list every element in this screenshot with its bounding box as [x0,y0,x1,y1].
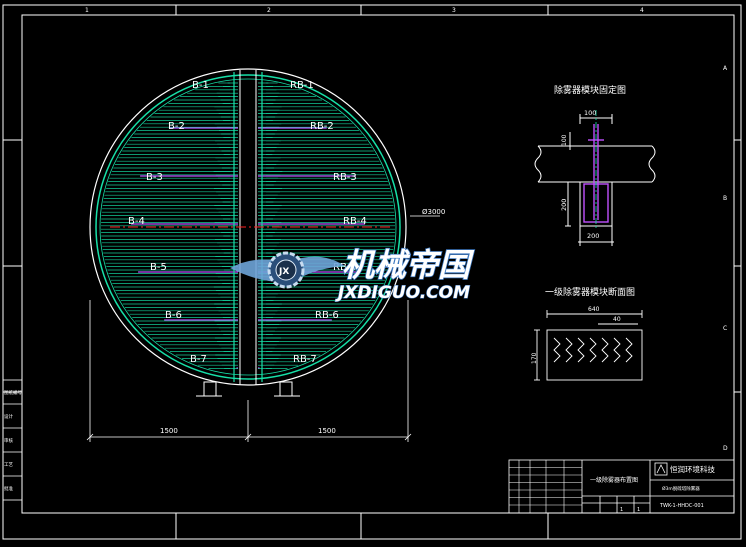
row-letter-d: D [723,445,728,452]
detail-section-title: 一级除雾器模块断面图 [545,286,635,298]
detail-section-frame [534,310,643,381]
module-label-left: B-3 [146,172,163,183]
detail-fix-dim-top: 100 [584,109,596,117]
detail-section-dim-top: 640 [588,306,600,313]
title-block-company: 恒润环境科技 [670,464,715,474]
watermark: JX 机械帝国 JXDIGUO.COM [230,245,476,304]
module-label-left: B-5 [150,262,167,273]
col-number-2: 2 [267,7,271,14]
module-label-left: B-6 [165,310,182,321]
frame-zone-ticks [3,5,741,539]
module-label-right: RB-3 [333,172,357,183]
module-label-right: RB-2 [310,121,334,132]
detail-section-dim-inner: 40 [613,316,621,323]
detail-section-drawing[interactable]: 一级除雾器模块断面图 640 40 170 [531,286,643,381]
module-label-left: B-7 [190,354,207,365]
row-letter-c: C [723,325,727,332]
dimension-left: 1500 [160,427,178,435]
diameter-label: Ø3000 [422,208,445,216]
strip-label-4: 工艺 [4,462,13,468]
module-label-left: B-1 [192,80,209,91]
title-block[interactable]: 一级除雾器布置图 恒润环境科技 Ø3m脱硫塔除雾器 TWK-1-HHDC-001… [508,459,735,514]
detail-fix-dim-bottom: 200 [587,232,599,240]
vessel-outer-wall [89,68,407,386]
title-block-sheet: 1 [620,507,623,513]
watermark-emblem: JX [278,267,289,277]
detail-fix-dim-side: 100 [561,134,568,146]
module-label-right: RB-6 [315,310,339,321]
title-block-drawing-no: TWK-1-HHDC-001 [659,503,704,509]
left-signature-strip [2,379,23,501]
strip-label-1: 图纸编号 [4,389,22,396]
col-number-3: 3 [452,7,456,14]
bottom-dimension [86,300,412,442]
company-logo [654,462,668,476]
row-letter-a: A [723,65,728,72]
module-labels: B-1B-2B-3B-4B-5B-6B-7 RB-1RB-2RB-3RB-4RB-… [128,80,367,365]
module-label-right: RB-4 [343,216,367,227]
col-number-4: 4 [640,7,644,14]
module-label-left: B-4 [128,216,145,227]
module-label-right: RB-1 [290,80,314,91]
watermark-latin: JXDIGUO.COM [335,283,470,303]
detail-section-dim-side: 170 [531,352,538,364]
detail-fix-dim-height: 200 [560,199,568,211]
title-block-grid [508,459,735,514]
strip-label-5: 批准 [4,485,13,492]
vessel-supports [196,381,300,397]
detail-fix-title: 除雾器模块固定图 [554,84,626,96]
title-block-revision-table [509,460,582,513]
drawing-frame [2,4,742,540]
title-block-drawing-name: 一级除雾器布置图 [590,476,638,484]
detail-fix-geometry [534,114,656,246]
col-number-1: 1 [85,7,89,14]
section-blades [553,337,633,363]
title-block-project: Ø3m脱硫塔除雾器 [662,485,700,492]
vessel-inner-ring-2 [99,78,397,376]
module-label-right: RB-7 [293,354,317,365]
module-label-left: B-2 [168,121,185,132]
demister-module-hatching [101,72,395,382]
vessel-inner-ring [95,74,401,380]
module-label-right: RB-5 [333,262,357,273]
left-strip-labels: 图纸编号 设计 审核 工艺 批准 [4,389,22,492]
dimension-right: 1500 [318,427,336,435]
detail-fixing-drawing[interactable]: 除雾器模块固定图 100 100 200 200 [534,84,656,246]
title-block-sheets: 1 [637,507,640,513]
frame-zone-numbers: 1 2 3 4 A B C D [85,7,728,452]
vessel-plan-view[interactable]: B-1B-2B-3B-4B-5B-6B-7 RB-1RB-2RB-3RB-4RB-… [86,68,445,442]
strip-label-3: 审核 [4,437,13,444]
row-letter-b: B [723,195,727,202]
strip-label-2: 设计 [4,413,13,420]
watermark-chinese: 机械帝国 [342,246,475,284]
